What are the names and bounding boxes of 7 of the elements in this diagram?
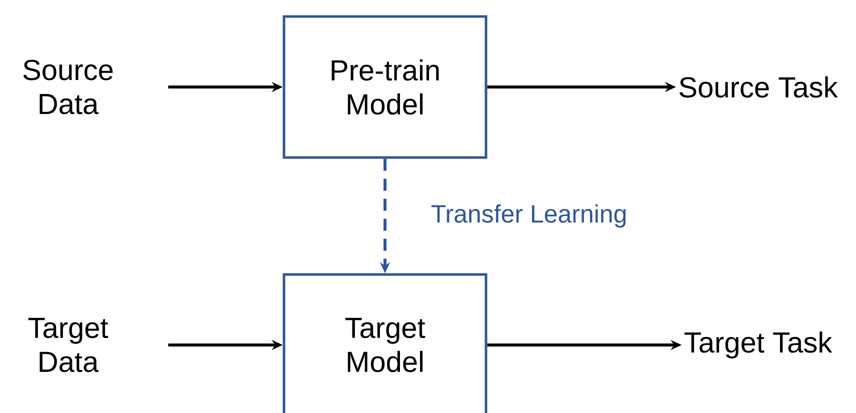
text-label: Target Data xyxy=(28,318,108,372)
text-label: Source Task xyxy=(680,76,838,98)
edge-label: Transfer Learning xyxy=(431,204,626,228)
text-label: Target Task xyxy=(684,331,832,359)
text-label: Source Data xyxy=(23,60,113,114)
model-box: Pre-train Model xyxy=(282,15,488,159)
model-box: Target Model xyxy=(282,273,488,413)
